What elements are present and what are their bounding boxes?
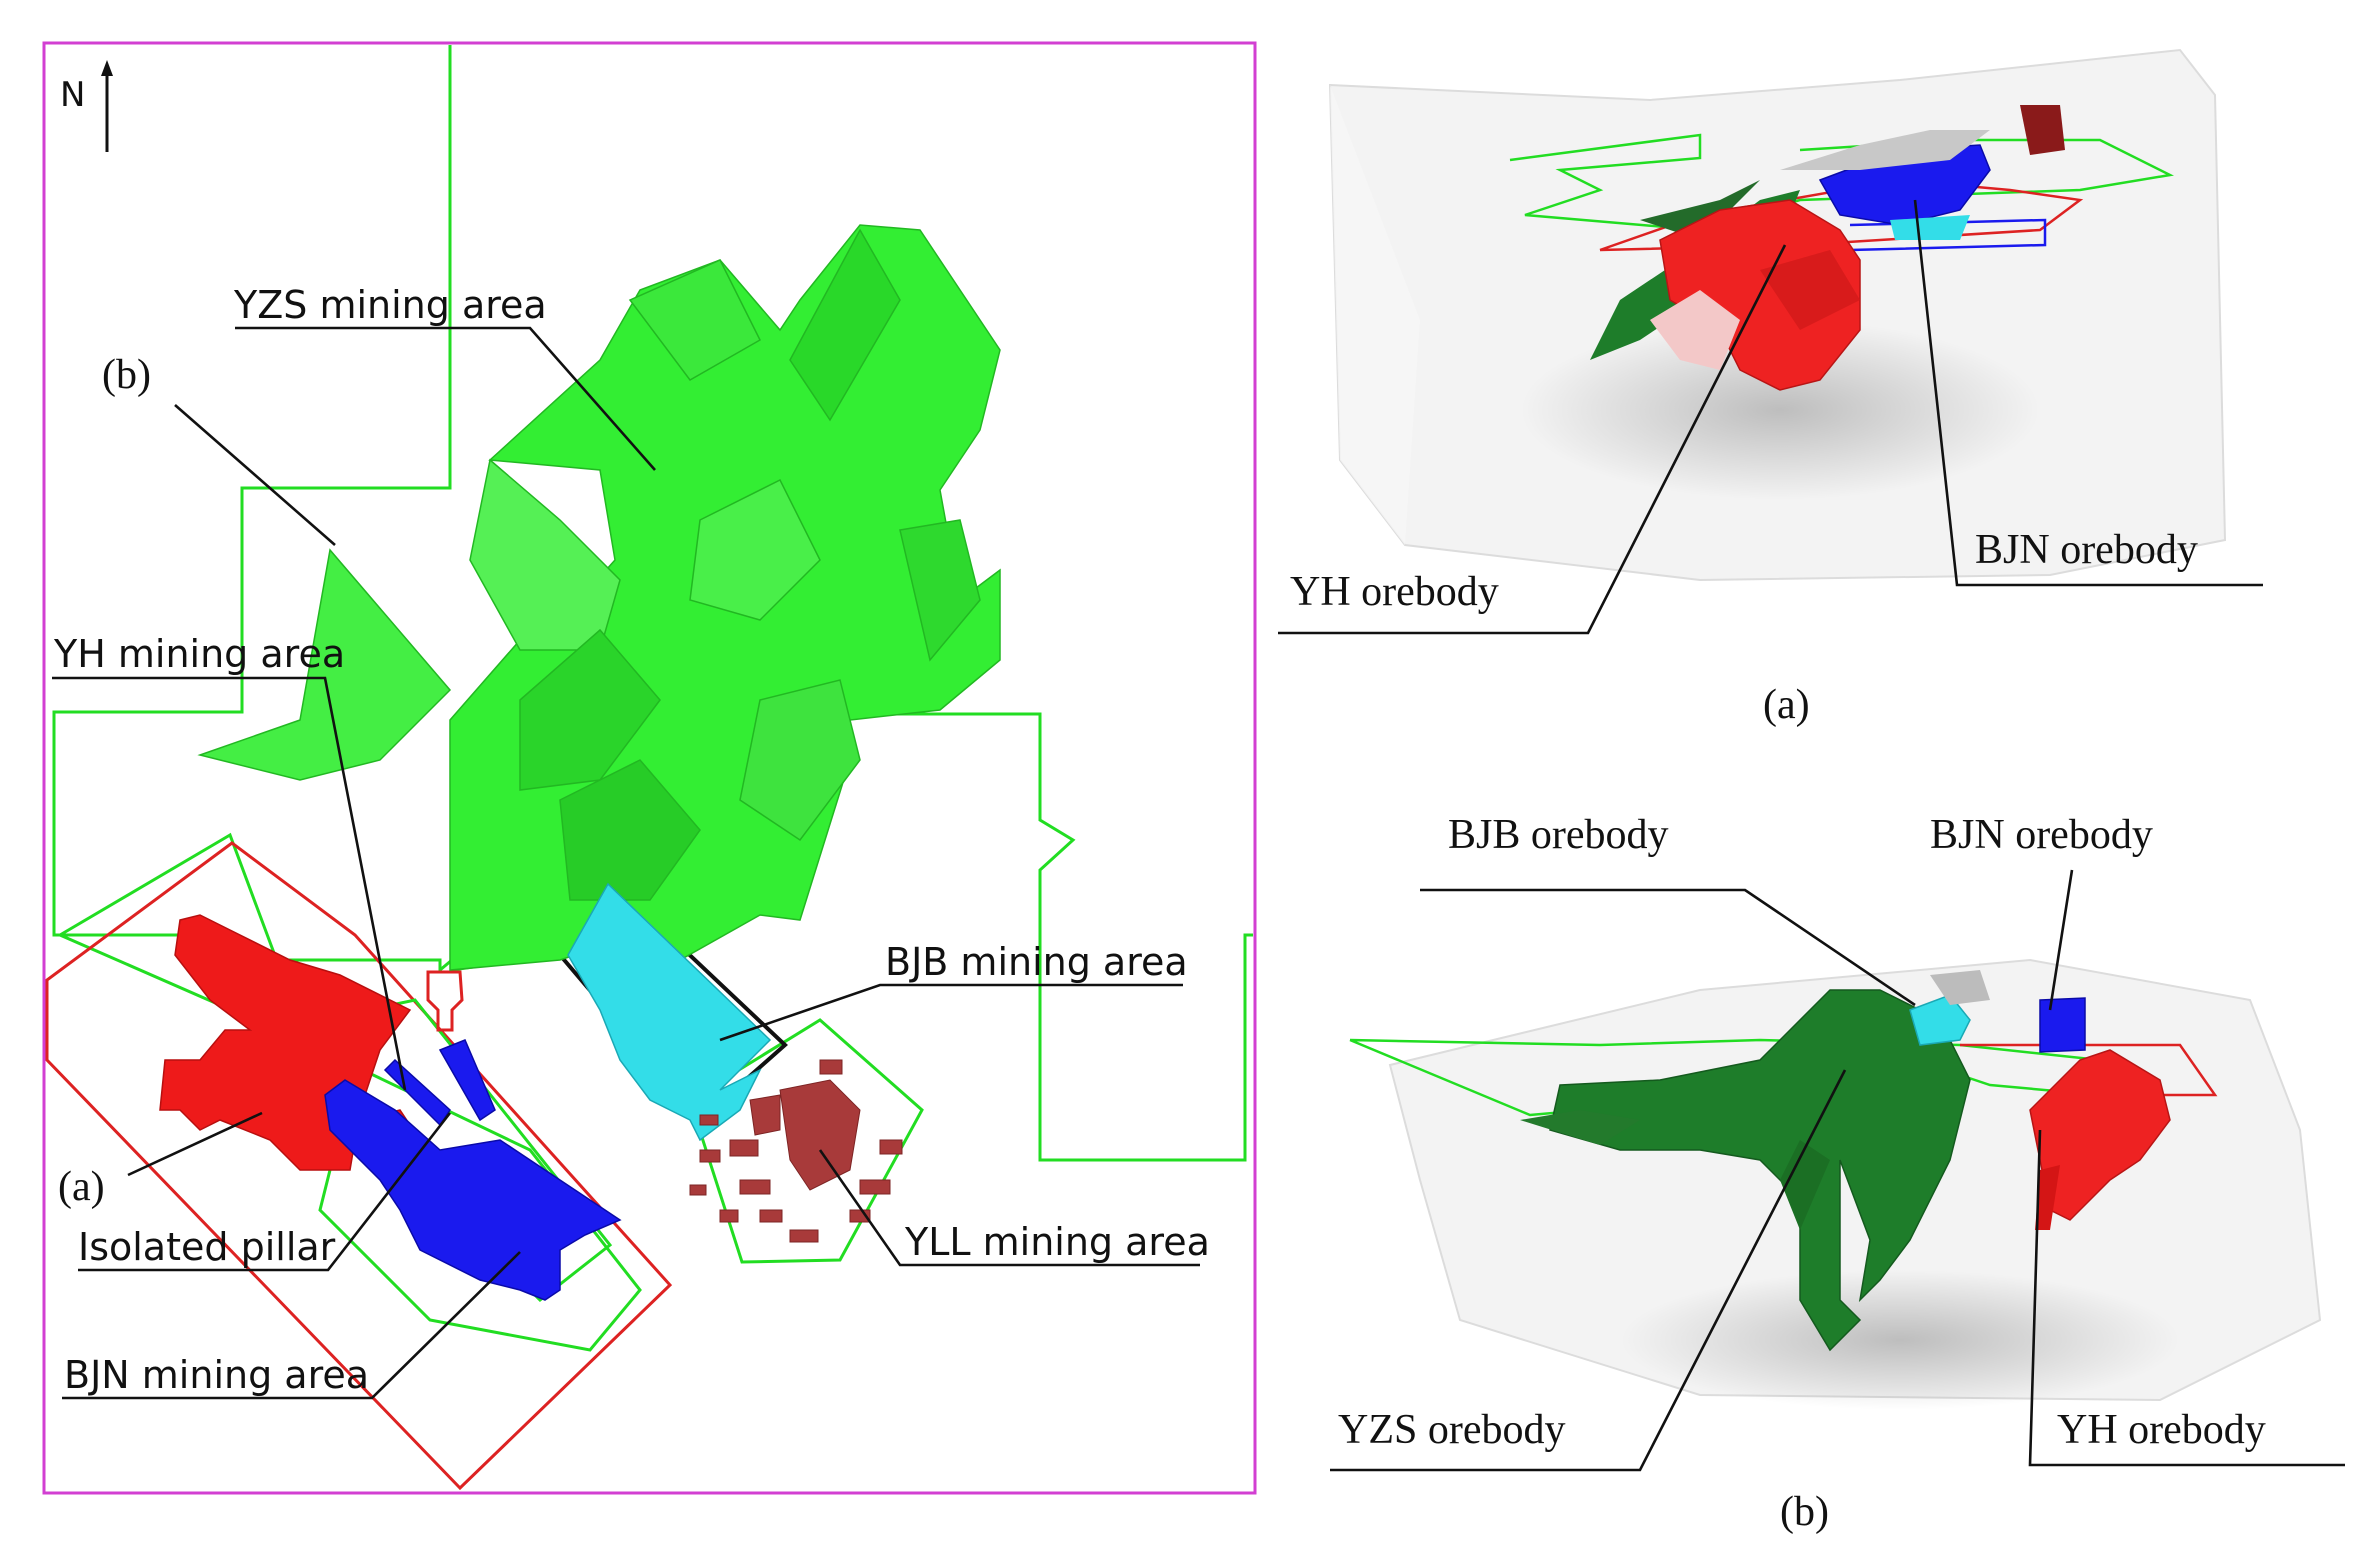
bjb-orebody-b-label: BJB orebody bbox=[1448, 812, 1669, 858]
bjn-orebody-b-label: BJN orebody bbox=[1930, 812, 2153, 858]
bjn-orebody-3d-b bbox=[2039, 997, 2086, 1053]
yll-area-leader bbox=[818, 1149, 1200, 1267]
bjn-orebody-a-label: BJN orebody bbox=[1975, 527, 2198, 573]
yll-area-label: YLL mining area bbox=[904, 1220, 1210, 1264]
north-label: N bbox=[60, 75, 85, 115]
bjn-orebody-b-leader bbox=[2048, 869, 2074, 1011]
view-a: YH orebody BJN orebody (a) bbox=[1278, 48, 2263, 728]
yh-orebody-b-leader bbox=[2028, 1129, 2345, 1467]
yh-bjn-boundary-red bbox=[45, 841, 673, 1491]
yzs-orebody-3d-b bbox=[1549, 989, 1971, 1352]
bjb-area-label: BJB mining area bbox=[885, 940, 1188, 984]
north-arrow bbox=[101, 60, 113, 152]
yzs-area-label: YZS mining area bbox=[233, 283, 547, 327]
yzs-orebody-b-leader bbox=[1330, 1069, 1847, 1472]
a-marker-label: (a) bbox=[58, 1164, 105, 1210]
yzs-orebody-plan bbox=[197, 224, 1001, 971]
bjb-orebody-3d-b bbox=[1909, 994, 1971, 1046]
yzs-orebody-b-label: YZS orebody bbox=[1338, 1407, 1565, 1453]
view-b: BJB orebody BJN orebody YZS orebody YH o… bbox=[1330, 812, 2345, 1535]
yh-orebody-a-label: YH orebody bbox=[1290, 569, 1499, 615]
isolated-pillar-label: Isolated pillar bbox=[78, 1225, 336, 1269]
yll-orebody-plan bbox=[689, 1059, 903, 1243]
yh-orebody-a-leader bbox=[1278, 244, 1787, 635]
b-marker-label: (b) bbox=[102, 352, 151, 398]
yh-area-leader bbox=[52, 676, 407, 1091]
a-marker-leader bbox=[127, 1111, 263, 1177]
plan-view-frame bbox=[42, 41, 1257, 1495]
yh-area-label: YH mining area bbox=[53, 632, 345, 676]
bjn-area-leader bbox=[62, 1251, 521, 1400]
yh-orebody-b-label: YH orebody bbox=[2057, 1407, 2266, 1453]
b-marker-leader bbox=[174, 404, 336, 546]
view-b-shadow bbox=[1620, 1270, 2180, 1410]
plan-view: N bbox=[42, 41, 1257, 1495]
isolated-pillar-leader bbox=[78, 1112, 452, 1272]
view-a-caption: (a) bbox=[1763, 682, 1810, 728]
yzs-area-leader bbox=[235, 326, 656, 471]
shaft-symbol bbox=[426, 970, 464, 1032]
view-a-shadow bbox=[1520, 320, 2040, 500]
bjb-area-leader bbox=[719, 983, 1183, 1042]
bjb-orebody-plan bbox=[567, 882, 772, 1142]
bjn-area-label: BJN mining area bbox=[64, 1353, 369, 1397]
bjn-orebody-a-leader bbox=[1913, 199, 2263, 587]
bjb-orebody-b-leader bbox=[1420, 888, 1916, 1007]
view-b-caption: (b) bbox=[1780, 1489, 1829, 1535]
